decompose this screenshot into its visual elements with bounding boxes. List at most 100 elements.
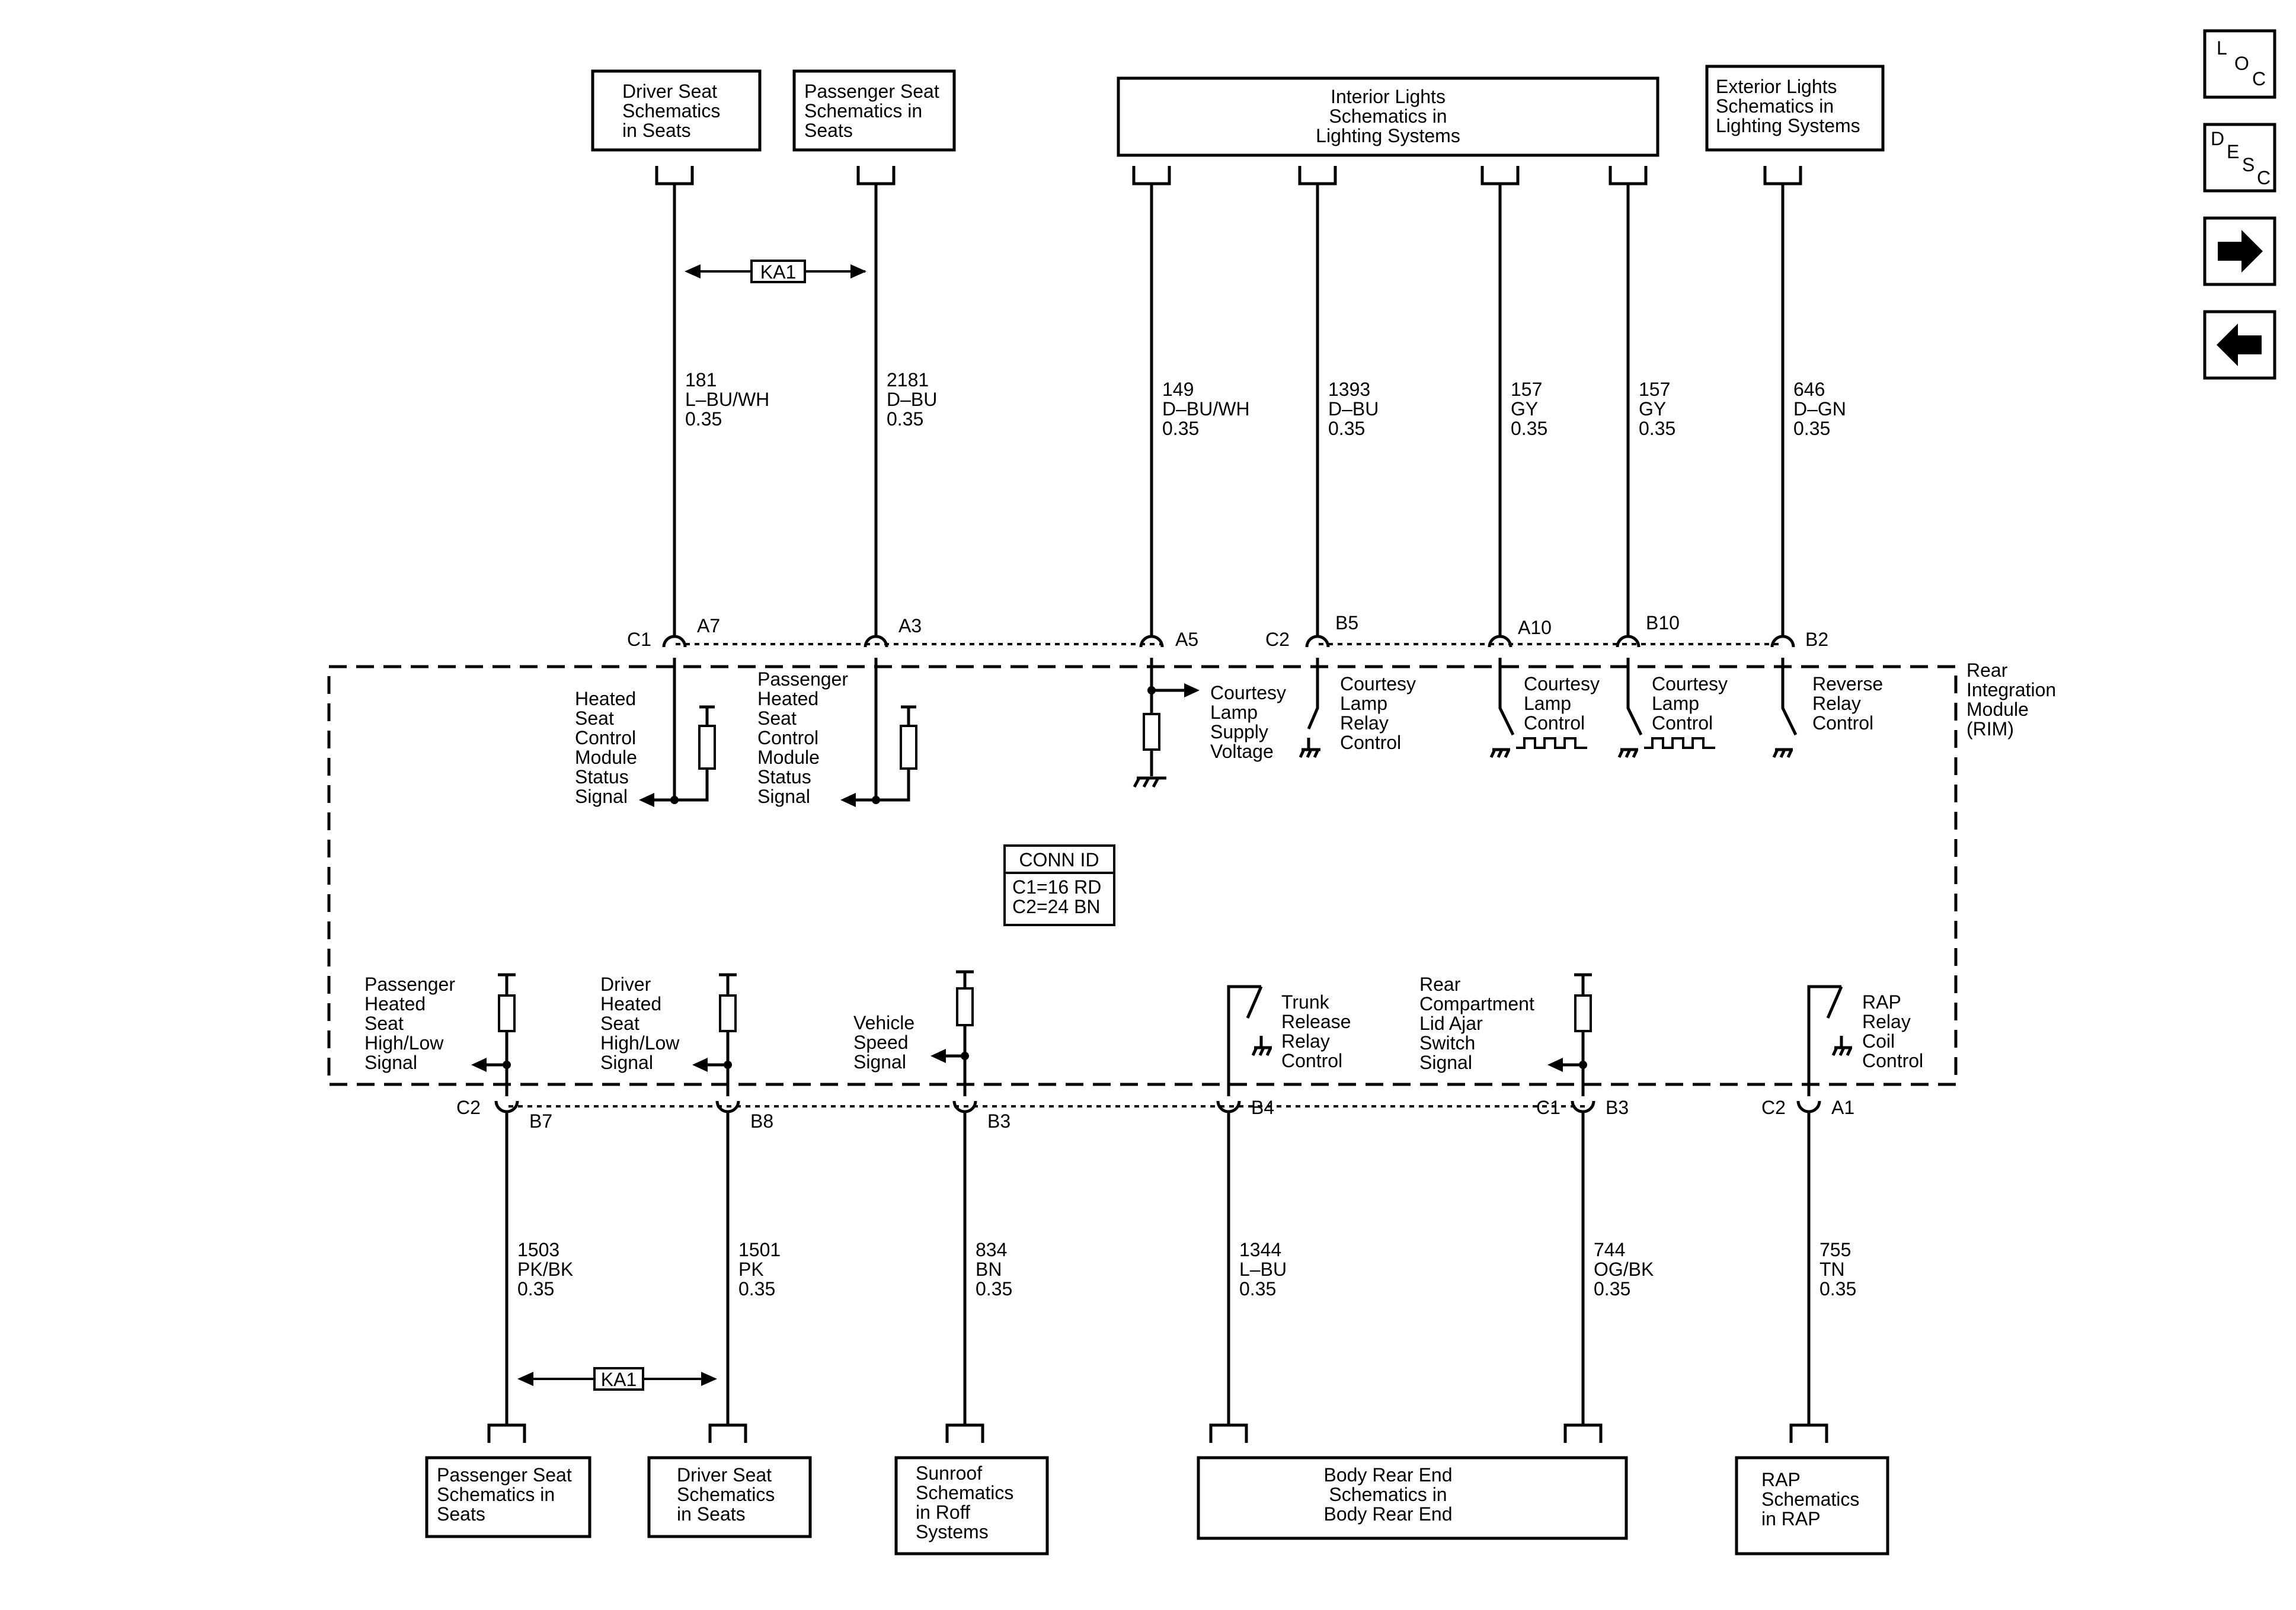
- svg-text:Driver Seat: Driver Seat: [677, 1464, 772, 1486]
- svg-text:GY: GY: [1639, 398, 1666, 420]
- courtesy-control-1-circuit: Courtesy Lamp Control: [1489, 658, 1600, 758]
- heated-seat-status-circuit: Heated Seat Control Module Status Signal: [575, 658, 716, 807]
- svg-text:157: 157: [1639, 379, 1670, 400]
- svg-text:C: C: [2257, 167, 2271, 188]
- svg-text:Passenger: Passenger: [364, 974, 455, 995]
- svg-text:Heated: Heated: [600, 993, 661, 1014]
- svg-text:0.35: 0.35: [887, 408, 923, 430]
- svg-text:Systems: Systems: [916, 1521, 989, 1542]
- top-dest-passenger-seat[interactable]: Passenger Seat Schematics in Seats: [792, 69, 956, 152]
- module-outline: [327, 665, 1958, 1086]
- svg-text:D–BU: D–BU: [1328, 398, 1379, 420]
- svg-text:C1: C1: [1536, 1097, 1560, 1118]
- svg-text:157: 157: [1511, 379, 1542, 400]
- bottom-dest-passenger-seat[interactable]: Passenger Seat Schematics in Seats: [425, 1456, 591, 1538]
- svg-text:Vehicle: Vehicle: [853, 1012, 914, 1033]
- svg-text:Speed: Speed: [853, 1032, 909, 1053]
- bottom-wire-2: 1501 PK 0.35 B8: [708, 1100, 781, 1443]
- top-wire-6: 157 GY 0.35 B10: [1609, 166, 1680, 648]
- svg-text:Heated: Heated: [757, 688, 818, 709]
- svg-text:Signal: Signal: [575, 786, 628, 807]
- arrow-right-icon: [2218, 230, 2263, 273]
- svg-text:PK/BK: PK/BK: [517, 1259, 573, 1280]
- bottom-dest-sunroof[interactable]: Sunroof Schematics in Roff Systems: [894, 1456, 1049, 1555]
- svg-text:0.35: 0.35: [976, 1278, 1012, 1299]
- svg-text:Module: Module: [575, 747, 637, 768]
- svg-text:Passenger Seat: Passenger Seat: [437, 1464, 572, 1486]
- courtesy-control-2-circuit: Courtesy Lamp Control: [1617, 658, 1728, 758]
- svg-text:A5: A5: [1175, 629, 1198, 650]
- svg-text:744: 744: [1594, 1239, 1625, 1260]
- svg-text:D: D: [2211, 128, 2224, 149]
- svg-text:Integration: Integration: [1966, 679, 2056, 700]
- bottom-wire-5: 744 OG/BK 0.35 C1 B3: [1536, 1097, 1654, 1443]
- svg-text:C2: C2: [1265, 629, 1290, 650]
- svg-text:Relay: Relay: [1281, 1030, 1330, 1052]
- svg-text:Lamp: Lamp: [1524, 693, 1571, 714]
- bottom-dest-body-rear-end[interactable]: Body Rear End Schematics in Body Rear En…: [1197, 1456, 1628, 1540]
- bottom-dest-driver-seat[interactable]: Driver Seat Schematics in Seats: [647, 1456, 812, 1538]
- svg-text:B7: B7: [529, 1110, 552, 1132]
- svg-text:C: C: [2252, 68, 2266, 89]
- svg-text:B3: B3: [987, 1110, 1011, 1132]
- top-dest-exterior-lights[interactable]: Exterior Lights Schematics in Lighting S…: [1705, 65, 1885, 152]
- svg-text:A1: A1: [1831, 1097, 1854, 1118]
- svg-text:0.35: 0.35: [1819, 1278, 1856, 1299]
- top-dest-interior-lights[interactable]: Interior Lights Schematics in Lighting S…: [1117, 76, 1659, 157]
- svg-text:Exterior Lights: Exterior Lights: [1716, 76, 1837, 97]
- svg-text:C1: C1: [627, 629, 651, 650]
- svg-text:Passenger: Passenger: [757, 668, 848, 690]
- svg-text:Module: Module: [1966, 699, 2029, 720]
- svg-text:D–BU/WH: D–BU/WH: [1162, 398, 1250, 420]
- svg-text:1393: 1393: [1328, 379, 1370, 400]
- desc-button[interactable]: D E S C: [2203, 123, 2276, 193]
- reverse-relay-circuit: Reverse Relay Control: [1772, 658, 1883, 758]
- svg-text:Body Rear End: Body Rear End: [1323, 1464, 1452, 1486]
- svg-text:Schematics in: Schematics in: [1329, 1484, 1447, 1505]
- svg-text:Control: Control: [575, 727, 636, 748]
- svg-text:Schematics: Schematics: [677, 1484, 775, 1505]
- svg-text:B10: B10: [1646, 612, 1680, 633]
- svg-text:CONN ID: CONN ID: [1019, 849, 1099, 870]
- svg-text:(RIM): (RIM): [1966, 718, 2014, 740]
- svg-text:A7: A7: [697, 615, 720, 636]
- svg-text:0.35: 0.35: [1162, 418, 1199, 439]
- courtesy-supply-circuit: Courtesy Lamp Supply Voltage: [1133, 658, 1286, 788]
- svg-text:Seat: Seat: [600, 1013, 639, 1034]
- top-wire-7: 646 D–GN 0.35 B2: [1763, 166, 1846, 650]
- loc-button[interactable]: L O C: [2203, 29, 2276, 99]
- ka1-top: KA1: [685, 260, 866, 283]
- svg-text:Control: Control: [757, 727, 818, 748]
- svg-text:Signal: Signal: [853, 1051, 906, 1073]
- svg-text:Seat: Seat: [364, 1013, 404, 1034]
- svg-text:E: E: [2227, 141, 2239, 162]
- svg-text:B4: B4: [1251, 1097, 1274, 1118]
- svg-text:in Roff: in Roff: [916, 1502, 970, 1523]
- svg-text:Lamp: Lamp: [1340, 693, 1387, 714]
- next-button[interactable]: [2203, 216, 2276, 286]
- svg-text:Schematics in: Schematics in: [804, 100, 922, 121]
- svg-text:L: L: [2217, 37, 2227, 59]
- svg-text:Status: Status: [575, 766, 629, 788]
- svg-text:Courtesy: Courtesy: [1524, 673, 1600, 694]
- top-wire-3: 149 D–BU/WH 0.35 A5: [1132, 166, 1250, 650]
- back-button[interactable]: [2203, 310, 2276, 380]
- svg-text:Heated: Heated: [575, 688, 636, 709]
- bottom-dest-rap[interactable]: RAP Schematics in RAP: [1735, 1456, 1889, 1555]
- svg-text:Seats: Seats: [437, 1503, 485, 1525]
- top-dest-driver-seat[interactable]: Driver Seat Schematics in Seats: [591, 69, 762, 152]
- module-name-label: Rear Integration Module (RIM): [1966, 660, 2056, 740]
- svg-text:Lighting Systems: Lighting Systems: [1716, 115, 1860, 136]
- rap-relay-circuit: RAP Relay Coil Control: [1807, 985, 1923, 1096]
- svg-text:Compartment: Compartment: [1419, 993, 1534, 1014]
- svg-text:B2: B2: [1805, 629, 1828, 650]
- svg-text:L–BU/WH: L–BU/WH: [685, 389, 769, 410]
- svg-text:1503: 1503: [517, 1239, 559, 1260]
- svg-text:Signal: Signal: [757, 786, 810, 807]
- svg-text:C2: C2: [456, 1097, 481, 1118]
- svg-text:Rear: Rear: [1966, 660, 2008, 681]
- svg-text:in Seats: in Seats: [622, 120, 691, 141]
- svg-text:Relay: Relay: [1862, 1011, 1911, 1032]
- svg-text:B5: B5: [1335, 612, 1358, 633]
- svg-text:Schematics: Schematics: [1761, 1489, 1859, 1510]
